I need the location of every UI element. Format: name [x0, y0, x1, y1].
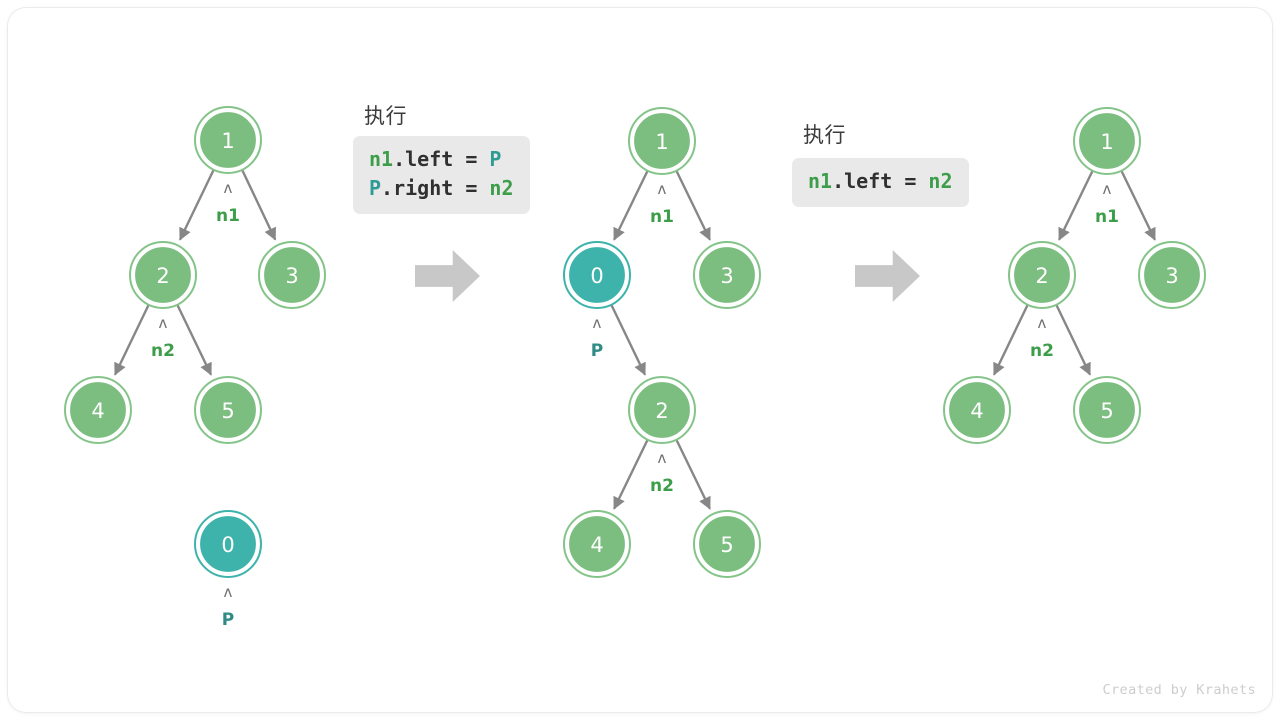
flow-arrows	[415, 250, 920, 302]
tree-node-5[interactable]: 5	[1073, 376, 1141, 444]
pointer-label-P: ʌP	[591, 314, 603, 361]
pointer-name: n1	[1095, 207, 1119, 227]
caret-icon: ʌ	[159, 314, 168, 332]
code-token: n2	[489, 176, 514, 200]
tree-node-1[interactable]: 1	[628, 107, 696, 175]
node-value: 3	[720, 264, 733, 288]
caret-icon: ʌ	[1103, 180, 1112, 198]
arrow-2	[855, 250, 920, 302]
tree-node-2[interactable]: 2	[628, 376, 696, 444]
caret-icon: ʌ	[658, 180, 667, 198]
tree-edge	[613, 439, 649, 510]
tree-edge	[1120, 170, 1156, 241]
code-token: .right =	[381, 176, 490, 200]
node-value: 4	[970, 399, 983, 423]
pointer-name: n1	[650, 207, 674, 227]
pointer-name: n2	[1030, 341, 1054, 361]
node-value: 2	[156, 264, 169, 288]
node-value: 0	[221, 533, 234, 557]
code-token: P	[369, 176, 382, 200]
tree-node-3[interactable]: 3	[693, 241, 761, 309]
tree-edge	[675, 439, 711, 510]
caret-icon: ʌ	[224, 179, 233, 197]
tree-node-1[interactable]: 1	[1073, 107, 1141, 175]
tree-node-1[interactable]: 1	[194, 106, 262, 174]
node-value: 5	[221, 399, 234, 423]
tree-edge	[993, 304, 1029, 376]
exec-caption: 执行	[364, 104, 407, 128]
caret-icon: ʌ	[593, 314, 602, 332]
tree-node-5[interactable]: 5	[693, 510, 761, 578]
tree-node-0[interactable]: 0	[194, 510, 262, 578]
caret-icon: ʌ	[224, 583, 233, 601]
pointer-name: P	[591, 341, 603, 361]
pointer-name: n2	[151, 341, 175, 361]
node-value: 2	[1035, 264, 1048, 288]
code-token: .left =	[832, 169, 929, 193]
tree-edge	[241, 169, 277, 241]
pointer-label-n1: ʌ n1	[650, 180, 674, 227]
tree-edge	[176, 304, 212, 376]
credit-text: Created by Krahets	[1102, 682, 1256, 698]
tree-edges	[114, 169, 1156, 510]
node-value: 4	[91, 399, 104, 423]
tree-edge	[1055, 304, 1091, 376]
pointer-label-n2: ʌ n2	[151, 314, 175, 361]
pointer-name: n2	[650, 476, 674, 496]
pointer-name: n1	[216, 206, 240, 226]
node-value: 5	[720, 533, 733, 557]
code-token: P	[489, 147, 502, 171]
tree-node-3[interactable]: 3	[1138, 241, 1206, 309]
tree-node-4[interactable]: 4	[943, 376, 1011, 444]
code-token: n1	[808, 169, 833, 193]
tree-node-4[interactable]: 4	[563, 510, 631, 578]
code-snippet: n1.left = n2	[792, 158, 969, 207]
tree-node-2[interactable]: 2	[1008, 241, 1076, 309]
tree-edge	[675, 170, 711, 241]
code-token: .left =	[393, 147, 490, 171]
node-value: 2	[655, 399, 668, 423]
tree-edge	[179, 169, 215, 241]
tree-edge	[1058, 170, 1094, 241]
pointer-label-P: ʌP	[222, 583, 234, 630]
caret-icon: ʌ	[658, 449, 667, 467]
tree-node-5[interactable]: 5	[194, 376, 262, 444]
pointer-name: P	[222, 610, 234, 630]
tree-edge	[610, 304, 646, 376]
pointer-label-n1: ʌ n1	[216, 179, 240, 226]
tree-node-0[interactable]: 0	[563, 241, 631, 309]
node-value: 1	[221, 129, 234, 153]
tree-edge	[613, 170, 649, 241]
node-value: 4	[590, 533, 603, 557]
node-value: 0	[590, 264, 603, 288]
node-value: 1	[1100, 130, 1113, 154]
arrow-1	[415, 250, 480, 302]
code-line: n1.left = P	[369, 145, 514, 174]
node-value: 1	[655, 130, 668, 154]
exec-caption: 执行	[803, 123, 846, 147]
caret-icon: ʌ	[1038, 314, 1047, 332]
pointer-label-n2: ʌ n2	[1030, 314, 1054, 361]
tree-edge	[114, 304, 150, 376]
tree-node-3[interactable]: 3	[258, 241, 326, 309]
node-value: 3	[1165, 264, 1178, 288]
code-token: n1	[369, 147, 394, 171]
code-line: n1.left = n2	[808, 167, 953, 196]
node-value: 3	[285, 264, 298, 288]
tree-node-2[interactable]: 2	[129, 241, 197, 309]
node-value: 5	[1100, 399, 1113, 423]
pointer-label-n2: ʌ n2	[650, 449, 674, 496]
code-line: P.right = n2	[369, 174, 514, 203]
code-token: n2	[928, 169, 953, 193]
tree-node-4[interactable]: 4	[64, 376, 132, 444]
pointer-label-n1: ʌ n1	[1095, 180, 1119, 227]
